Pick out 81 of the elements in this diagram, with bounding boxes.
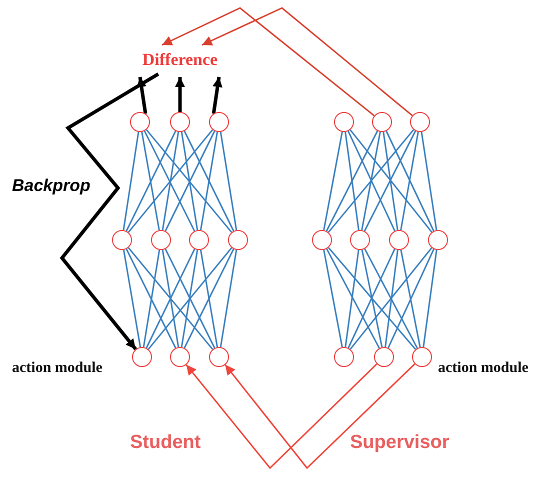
connection-line — [162, 250, 180, 348]
connection-line — [323, 132, 343, 230]
connection-line — [344, 132, 360, 230]
connection-line — [128, 129, 214, 233]
connection-line — [388, 248, 434, 348]
layer-label: action module — [12, 360, 102, 377]
layer-label: action module — [438, 360, 528, 377]
connection-line — [146, 248, 196, 348]
connection-line — [422, 250, 438, 348]
connection-line — [384, 250, 398, 348]
arrow — [60, 72, 160, 350]
connection-line — [141, 132, 160, 230]
neuron-circle — [412, 347, 432, 367]
arrow — [186, 363, 378, 470]
connection-line — [350, 129, 432, 233]
connection-line — [386, 130, 434, 232]
network-title: Student — [130, 432, 201, 454]
output-label: Difference — [128, 48, 232, 74]
neuron-circle — [132, 347, 152, 367]
connection-line — [184, 130, 234, 232]
neuron-circle — [209, 347, 229, 367]
connection-line — [200, 132, 218, 230]
connection-line — [142, 250, 160, 348]
neuron-circle — [112, 230, 132, 250]
connection-line — [326, 248, 380, 349]
connection-line — [323, 250, 343, 348]
arrow — [175, 77, 185, 112]
connection-line — [364, 248, 418, 349]
connection-line — [348, 248, 396, 348]
connection-line — [126, 130, 176, 232]
connection-line — [148, 247, 232, 350]
connection-line — [361, 250, 383, 348]
connection-line — [348, 130, 396, 232]
arrow — [212, 76, 222, 114]
connection-line — [164, 130, 216, 232]
connection-line — [361, 132, 381, 230]
connection-line — [180, 132, 198, 230]
neuron-circle — [130, 112, 150, 132]
network-title: Supervisor — [350, 432, 450, 454]
connection-line — [122, 132, 140, 230]
connection-line — [200, 250, 218, 348]
neuron-circle — [170, 347, 190, 367]
connection-line — [400, 250, 421, 348]
neuron-circle — [389, 230, 409, 250]
neuron-circle — [428, 230, 448, 250]
connection-line — [420, 132, 438, 230]
connection-line — [328, 129, 414, 233]
connection-line — [350, 247, 432, 350]
arrow — [224, 363, 416, 470]
neuron-circle — [334, 347, 354, 367]
connection-line — [144, 130, 196, 232]
neuron-circle — [374, 347, 394, 367]
arrow — [136, 76, 148, 114]
connection-line — [220, 132, 238, 230]
arrow — [202, 7, 413, 116]
neuron-circle — [151, 230, 171, 250]
neuron-circle — [189, 230, 209, 250]
connection-line — [400, 132, 419, 230]
connection-line — [328, 247, 416, 350]
connection-line — [326, 130, 378, 232]
connection-line — [162, 132, 180, 230]
connection-line — [382, 132, 398, 230]
connection-line — [180, 250, 198, 348]
connection-line — [344, 250, 360, 348]
neuron-circle — [334, 112, 354, 132]
connection-line — [184, 248, 234, 348]
neuron-circle — [170, 112, 190, 132]
edge-label: Backprop — [12, 176, 90, 196]
connection-line — [128, 247, 214, 350]
connection-line — [146, 129, 232, 233]
neuron-circle — [350, 230, 370, 250]
arrow — [162, 7, 375, 116]
neuron-circle — [410, 112, 430, 132]
neuron-circle — [209, 112, 229, 132]
neuron-circle — [228, 230, 248, 250]
neuron-circle — [372, 112, 392, 132]
connection-line — [126, 248, 176, 348]
neuron-circle — [312, 230, 332, 250]
connection-line — [122, 250, 142, 348]
connection-line — [220, 250, 238, 348]
connection-line — [164, 248, 216, 348]
